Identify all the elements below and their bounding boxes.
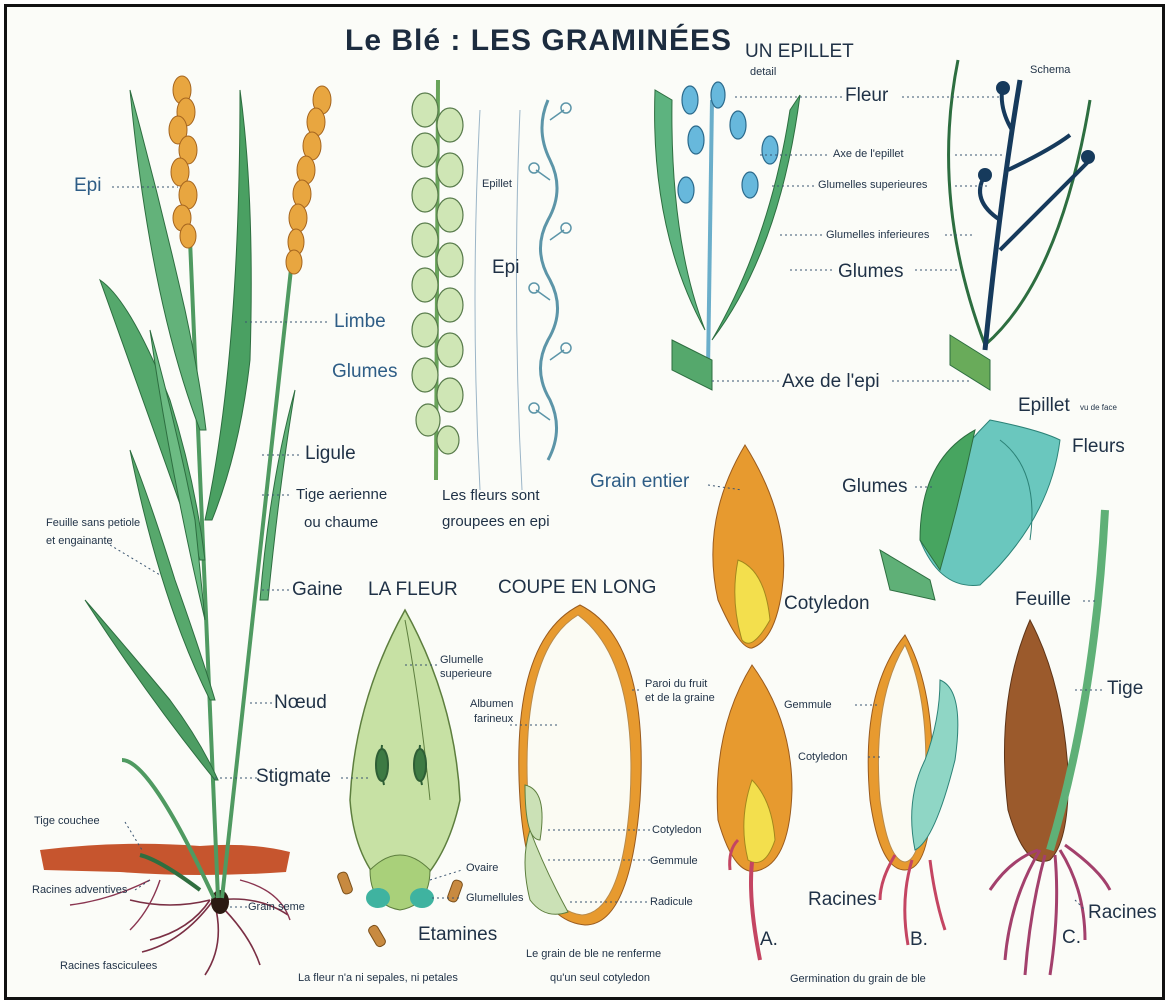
section-coupe: COUPE EN LONG <box>498 578 656 599</box>
label-epi-plant: Epi <box>74 176 101 197</box>
label-glumelle-sup-1: Glumelle <box>440 654 483 666</box>
label-racines-c: Racines <box>1088 903 1157 924</box>
label-glumelles-inf: Glumelles inferieures <box>826 229 929 241</box>
label-grain-seme: Grain seme <box>248 901 305 913</box>
label-grain-note-2: qu'un seul cotyledon <box>550 972 650 984</box>
label-feuille-sans-2: et engainante <box>46 535 113 547</box>
whole-grain <box>708 445 784 648</box>
label-glumelle-sup-2: superieure <box>440 668 492 680</box>
label-fleur-note: La fleur n'a ni sepales, ni petales <box>298 972 458 984</box>
label-stigmate: Stigmate <box>256 767 331 788</box>
label-ovaire: Ovaire <box>466 862 498 874</box>
page-title: Le Blé : LES GRAMINÉES <box>345 24 732 58</box>
label-gemmule-coupe: Gemmule <box>650 855 698 867</box>
label-tige-aerienne-2: ou chaume <box>304 515 378 532</box>
label-ligule: Ligule <box>305 444 356 465</box>
label-racines-adventives: Racines adventives <box>32 884 127 896</box>
label-cotyledon-germ: Cotyledon <box>798 751 848 763</box>
label-gemmule-germ: Gemmule <box>784 699 832 711</box>
label-gaine: Gaine <box>292 580 343 601</box>
ear-drawing <box>412 80 571 490</box>
label-limbe: Limbe <box>334 312 386 333</box>
label-albumen-1: Albumen <box>470 698 513 710</box>
label-grain-entier: Grain entier <box>590 472 689 493</box>
section-epillet: UN EPILLET <box>745 42 854 63</box>
spikelet-front <box>880 420 1060 600</box>
label-epillet-small: Epillet <box>482 178 512 190</box>
label-albumen-2: farineux <box>474 713 513 725</box>
label-a: A. <box>760 930 778 951</box>
label-axe-epi: Axe de l'epi <box>782 372 880 393</box>
label-noeud: Nœud <box>274 693 327 714</box>
label-paroi-1: Paroi du fruit <box>645 678 707 690</box>
label-glumes-plant: Glumes <box>332 362 397 383</box>
label-epillet-face: Epillet <box>1018 396 1070 417</box>
label-radicule: Radicule <box>650 896 693 908</box>
label-glumes-spikelet: Glumes <box>838 262 903 283</box>
label-feuille: Feuille <box>1015 590 1071 611</box>
label-paroi-2: et de la graine <box>645 692 715 704</box>
label-glumes-face: Glumes <box>842 477 907 498</box>
label-tige-couchee: Tige couchee <box>34 815 100 827</box>
label-cotyledon-grain: Cotyledon <box>784 594 870 615</box>
label-glumelles-sup: Glumelles superieures <box>818 179 927 191</box>
section-fleur: LA FLEUR <box>368 580 458 601</box>
label-c: C. <box>1062 928 1081 949</box>
label-cotyledon-coupe: Cotyledon <box>652 824 702 836</box>
label-grain-note-1: Le grain de ble ne renferme <box>526 948 661 960</box>
label-tige-aerienne-1: Tige aerienne <box>296 487 387 504</box>
grain-section <box>510 605 650 925</box>
label-fleurs-epi-2: groupees en epi <box>442 514 550 531</box>
label-axe-epillet: Axe de l'epillet <box>833 148 904 160</box>
label-tige: Tige <box>1107 679 1143 700</box>
label-fleur-spikelet: Fleur <box>845 86 888 107</box>
label-fleurs-epi-1: Les fleurs sont <box>442 488 540 505</box>
section-epillet-detail: detail <box>750 66 776 78</box>
label-etamines: Etamines <box>418 925 497 946</box>
spikelet-detail <box>655 60 1095 390</box>
label-b: B. <box>910 930 928 951</box>
label-epi-mid: Epi <box>492 258 519 279</box>
label-racines-fasciculees: Racines fasciculees <box>60 960 157 972</box>
label-feuille-sans-1: Feuille sans petiole <box>46 517 140 529</box>
label-fleurs-face: Fleurs <box>1072 437 1125 458</box>
label-germination: Germination du grain de ble <box>790 973 926 985</box>
label-racines-b: Racines <box>808 890 877 911</box>
label-vu-de-face: vu de face <box>1080 404 1117 413</box>
label-glumellules: Glumellules <box>466 892 523 904</box>
section-schema: Schema <box>1030 64 1070 76</box>
